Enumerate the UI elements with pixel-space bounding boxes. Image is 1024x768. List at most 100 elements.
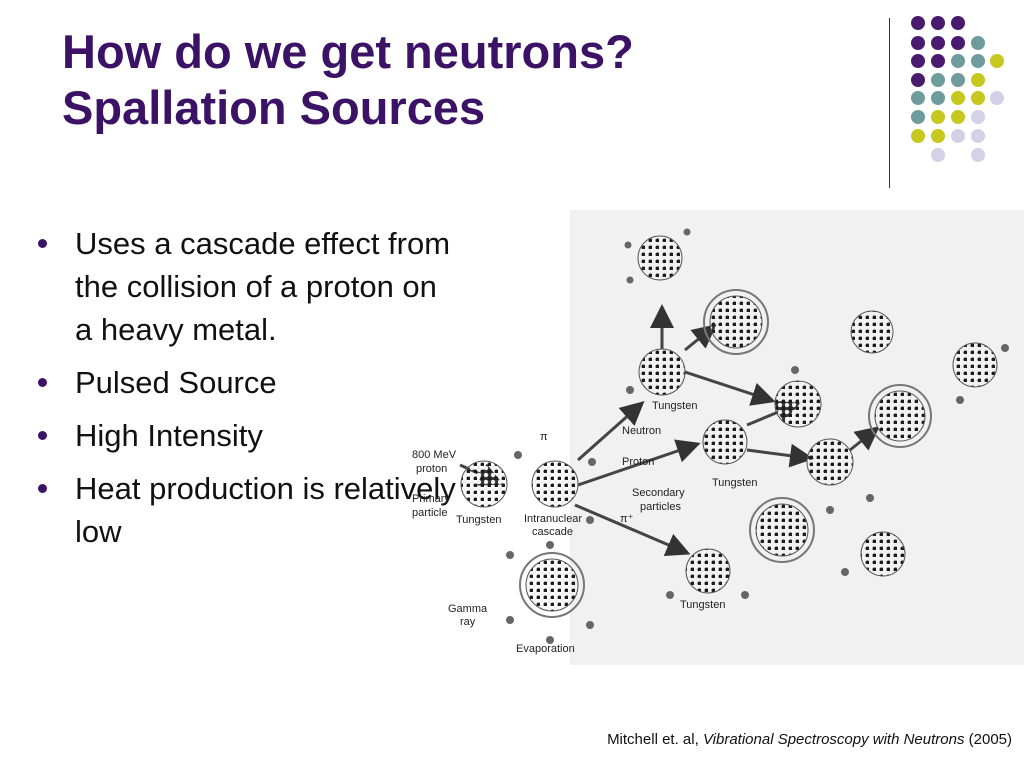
excitation-halo bbox=[749, 497, 815, 563]
dot bbox=[911, 91, 925, 105]
dot bbox=[971, 110, 985, 124]
dot bbox=[911, 110, 925, 124]
dot bbox=[951, 16, 965, 30]
particle bbox=[546, 636, 554, 644]
bullet-dot bbox=[38, 378, 47, 387]
dot bbox=[951, 73, 965, 87]
title-line-1: How do we get neutrons? bbox=[62, 25, 634, 78]
label-gamma: Gamma bbox=[448, 603, 488, 615]
dot bbox=[911, 129, 925, 143]
nucleus bbox=[702, 419, 748, 465]
label-ray: ray bbox=[460, 616, 476, 628]
bullet-item: Uses a cascade effect from the collision… bbox=[38, 222, 458, 351]
citation: Mitchell et. al, Vibrational Spectroscop… bbox=[607, 731, 1012, 748]
nucleus bbox=[638, 348, 686, 396]
excitation-halo bbox=[519, 552, 585, 618]
citation-book: Vibrational Spectroscopy with Neutrons bbox=[702, 731, 965, 748]
excitation-halo bbox=[868, 384, 932, 448]
label-beam-2: proton bbox=[416, 463, 447, 475]
dot bbox=[971, 73, 985, 87]
particle bbox=[741, 591, 749, 599]
citation-year: (2005) bbox=[968, 731, 1012, 748]
label-cascade: cascade bbox=[532, 526, 573, 538]
particle bbox=[506, 616, 514, 624]
page-title: How do we get neutrons? Spallation Sourc… bbox=[62, 24, 862, 136]
dot bbox=[911, 16, 925, 30]
particle bbox=[841, 568, 849, 576]
citation-authors: Mitchell et. al, bbox=[607, 731, 699, 748]
arrow bbox=[684, 370, 776, 406]
arrow bbox=[684, 324, 717, 352]
bullet-text: Heat production is relatively low bbox=[75, 471, 456, 549]
label-primary-2: particle bbox=[412, 507, 447, 519]
arrow bbox=[849, 426, 880, 452]
dot bbox=[951, 110, 965, 124]
label-tungsten-2: Tungsten bbox=[652, 400, 697, 412]
dot bbox=[931, 110, 945, 124]
nucleus bbox=[531, 460, 579, 508]
nucleus bbox=[685, 548, 731, 594]
particle bbox=[1001, 344, 1009, 352]
particle bbox=[586, 621, 594, 629]
nucleus bbox=[860, 531, 906, 577]
bullet-item: Heat production is relatively low bbox=[38, 467, 458, 553]
bullet-item: Pulsed Source bbox=[38, 361, 458, 404]
particle bbox=[826, 506, 834, 514]
nucleus bbox=[774, 380, 822, 428]
label-evaporation: Evaporation bbox=[516, 643, 575, 655]
nucleus bbox=[460, 460, 508, 508]
dot bbox=[911, 54, 925, 68]
nucleus bbox=[850, 310, 894, 354]
particle bbox=[586, 516, 594, 524]
particle bbox=[514, 451, 522, 459]
dot bbox=[951, 91, 965, 105]
arrow bbox=[577, 401, 645, 462]
excitation-halo bbox=[703, 289, 769, 355]
dot bbox=[931, 91, 945, 105]
dot bbox=[911, 36, 925, 50]
label-proton: Proton bbox=[622, 456, 654, 468]
label-pi-plus: π⁺ bbox=[620, 513, 634, 525]
arrow bbox=[577, 439, 701, 487]
label-intranuclear: Intranuclear bbox=[524, 513, 582, 525]
nucleus-excited bbox=[755, 503, 809, 557]
particle bbox=[866, 494, 874, 502]
particle bbox=[506, 551, 514, 559]
label-tungsten-1: Tungsten bbox=[456, 514, 501, 526]
arrow bbox=[746, 443, 814, 468]
dot bbox=[911, 73, 925, 87]
nucleus-excited bbox=[525, 558, 579, 612]
label-pi: π bbox=[540, 431, 548, 443]
label-tungsten-3: Tungsten bbox=[712, 477, 757, 489]
particle bbox=[956, 396, 964, 404]
dot bbox=[971, 129, 985, 143]
dot bbox=[951, 36, 965, 50]
dot bbox=[931, 36, 945, 50]
particle bbox=[683, 228, 691, 236]
bullet-dot bbox=[38, 431, 47, 440]
particle bbox=[546, 541, 554, 549]
dot bbox=[931, 73, 945, 87]
bullet-item: High Intensity bbox=[38, 414, 458, 457]
spallation-diagram-svg: 800 MeV proton Primary particle Tungsten… bbox=[412, 210, 1024, 665]
dot bbox=[990, 54, 1004, 68]
bullet-dot bbox=[38, 484, 47, 493]
arrow bbox=[574, 503, 691, 556]
label-secondary-2: particles bbox=[640, 501, 681, 513]
background-page bbox=[570, 210, 1024, 665]
nucleus-excited bbox=[709, 295, 763, 349]
particle bbox=[666, 591, 674, 599]
nucleus bbox=[806, 438, 854, 486]
dot bbox=[971, 148, 985, 162]
bullet-text: Pulsed Source bbox=[75, 365, 277, 400]
divider-line bbox=[889, 18, 890, 188]
bullet-list: Uses a cascade effect from the collision… bbox=[38, 222, 458, 563]
dot bbox=[931, 54, 945, 68]
nucleus-excited bbox=[874, 390, 926, 442]
particle bbox=[626, 386, 634, 394]
label-beam: 800 MeV bbox=[412, 449, 457, 461]
spallation-diagram: 800 MeV proton Primary particle Tungsten… bbox=[400, 200, 1024, 670]
particle bbox=[588, 458, 596, 466]
dot bbox=[990, 91, 1004, 105]
dot bbox=[931, 148, 945, 162]
